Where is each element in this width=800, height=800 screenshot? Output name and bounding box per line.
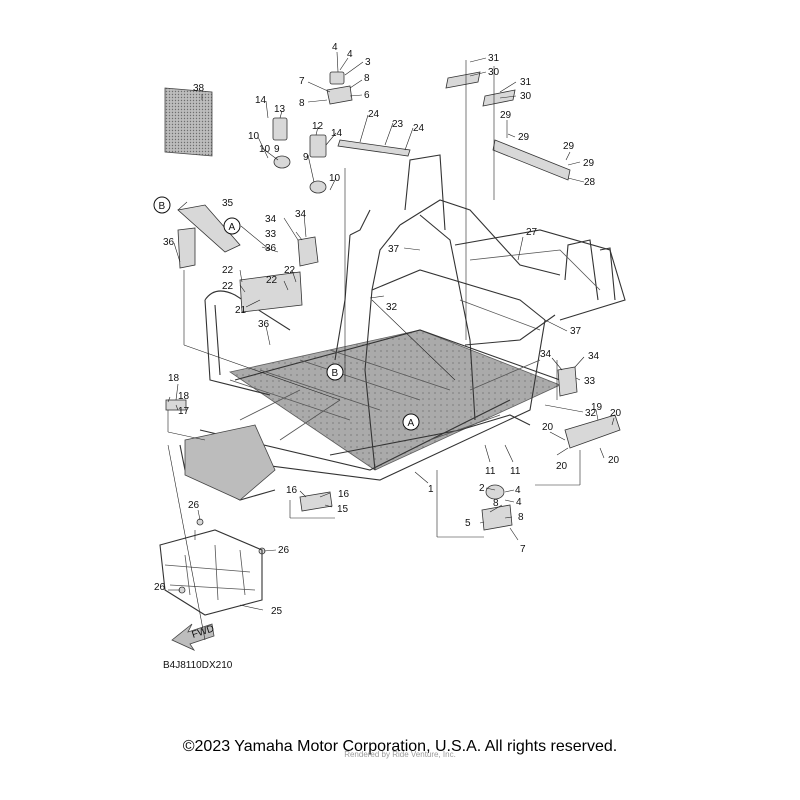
part-label: 20	[556, 461, 568, 472]
part-number-labels: 38 4 4 3 7 8 6 8 14 13 10 10 9 12 14 9 1…	[154, 42, 622, 617]
part-label: 8	[493, 498, 499, 509]
svg-text:A: A	[408, 418, 415, 429]
part-label: 37	[570, 326, 582, 337]
part-label: 20	[608, 455, 620, 466]
part-label: 4	[516, 497, 522, 508]
part-label: 2	[479, 483, 485, 494]
svg-text:B: B	[332, 368, 339, 379]
part-label: 10	[248, 131, 260, 142]
part-label: 8	[299, 98, 305, 109]
callout-a-frame: A	[402, 413, 420, 431]
part-label: 15	[337, 504, 349, 515]
part-label: 28	[584, 177, 596, 188]
part-label: 26	[188, 500, 200, 511]
part-label: 32	[585, 408, 597, 419]
part-label: 5	[465, 518, 471, 529]
part-label: 20	[542, 422, 554, 433]
part-label: 38	[193, 83, 205, 94]
part-label: 24	[368, 109, 380, 120]
part-label: 9	[303, 152, 309, 163]
fwd-arrow-icon: FWD	[171, 623, 216, 651]
part-label: 22	[222, 281, 234, 292]
part-label: 12	[312, 121, 324, 132]
part-label: 16	[338, 489, 350, 500]
part-label: 27	[526, 227, 538, 238]
callout-b-frame: B	[326, 363, 344, 381]
part-label: 14	[331, 128, 343, 139]
part-label: 31	[520, 77, 532, 88]
front-guard-25	[159, 529, 263, 616]
part-label: 37	[388, 244, 400, 255]
part-label: 26	[154, 582, 166, 593]
svg-text:A: A	[229, 222, 236, 233]
svg-text:B: B	[159, 201, 166, 212]
part-label: 10	[259, 144, 271, 155]
part-label: 29	[583, 158, 595, 169]
part-label: 4	[347, 49, 353, 60]
part-label: 22	[266, 275, 278, 286]
part-label: 9	[274, 144, 280, 155]
part-label: 16	[286, 485, 298, 496]
main-frame	[179, 154, 626, 501]
mesh-panel-38	[164, 87, 213, 157]
part-label: 34	[540, 349, 552, 360]
part-label: 29	[563, 141, 575, 152]
part-label: 7	[299, 76, 305, 87]
part-label: 18	[178, 391, 190, 402]
part-label: 18	[168, 373, 180, 384]
part-label: 10	[329, 173, 341, 184]
diagram-code: B4J8110DX210	[163, 660, 233, 671]
part-label: 4	[332, 42, 338, 53]
watermark-text: Rendered by Ride Venture, Inc.	[344, 750, 456, 759]
part-label: 4	[515, 485, 521, 496]
part-label: 21	[235, 305, 247, 316]
part-label: 36	[163, 237, 175, 248]
part-label: 8	[364, 73, 370, 84]
part-label: 29	[500, 110, 512, 121]
part-label: 8	[518, 512, 524, 523]
part-label: 11	[485, 466, 496, 477]
part-label: 33	[265, 229, 277, 240]
part-label: 33	[584, 376, 596, 387]
part-label: 13	[274, 104, 286, 115]
part-label: 11	[510, 466, 521, 477]
part-label: 17	[178, 406, 190, 417]
part-label: 24	[413, 123, 425, 134]
copyright-text: ©2023 Yamaha Motor Corporation, U.S.A. A…	[182, 738, 618, 755]
part-label: 34	[295, 209, 307, 220]
part-label: 36	[258, 319, 270, 330]
part-label: 35	[222, 198, 234, 209]
part-label: 30	[520, 91, 532, 102]
part-label: 14	[255, 95, 267, 106]
callout-b-top: B	[153, 196, 171, 214]
part-label: 6	[364, 90, 370, 101]
part-label: 22	[284, 265, 296, 276]
part-label: 30	[488, 67, 500, 78]
part-label: 31	[488, 53, 500, 64]
bracket-parts	[165, 71, 621, 594]
part-label: 7	[520, 544, 526, 555]
part-label: 34	[265, 214, 277, 225]
part-label: 22	[222, 265, 234, 276]
part-label: 32	[386, 302, 398, 313]
part-label: 25	[271, 606, 283, 617]
part-label: 26	[278, 545, 290, 556]
part-label: 19	[591, 402, 603, 413]
callout-a-top: A	[223, 217, 241, 235]
part-label: 29	[518, 132, 530, 143]
part-label: 34	[588, 351, 600, 362]
leader-lines	[167, 51, 615, 641]
part-label: 23	[392, 119, 404, 130]
part-label: 3	[365, 57, 371, 68]
part-label: 20	[610, 408, 622, 419]
part-label: 1	[428, 484, 434, 495]
part-label: 36	[265, 243, 277, 254]
